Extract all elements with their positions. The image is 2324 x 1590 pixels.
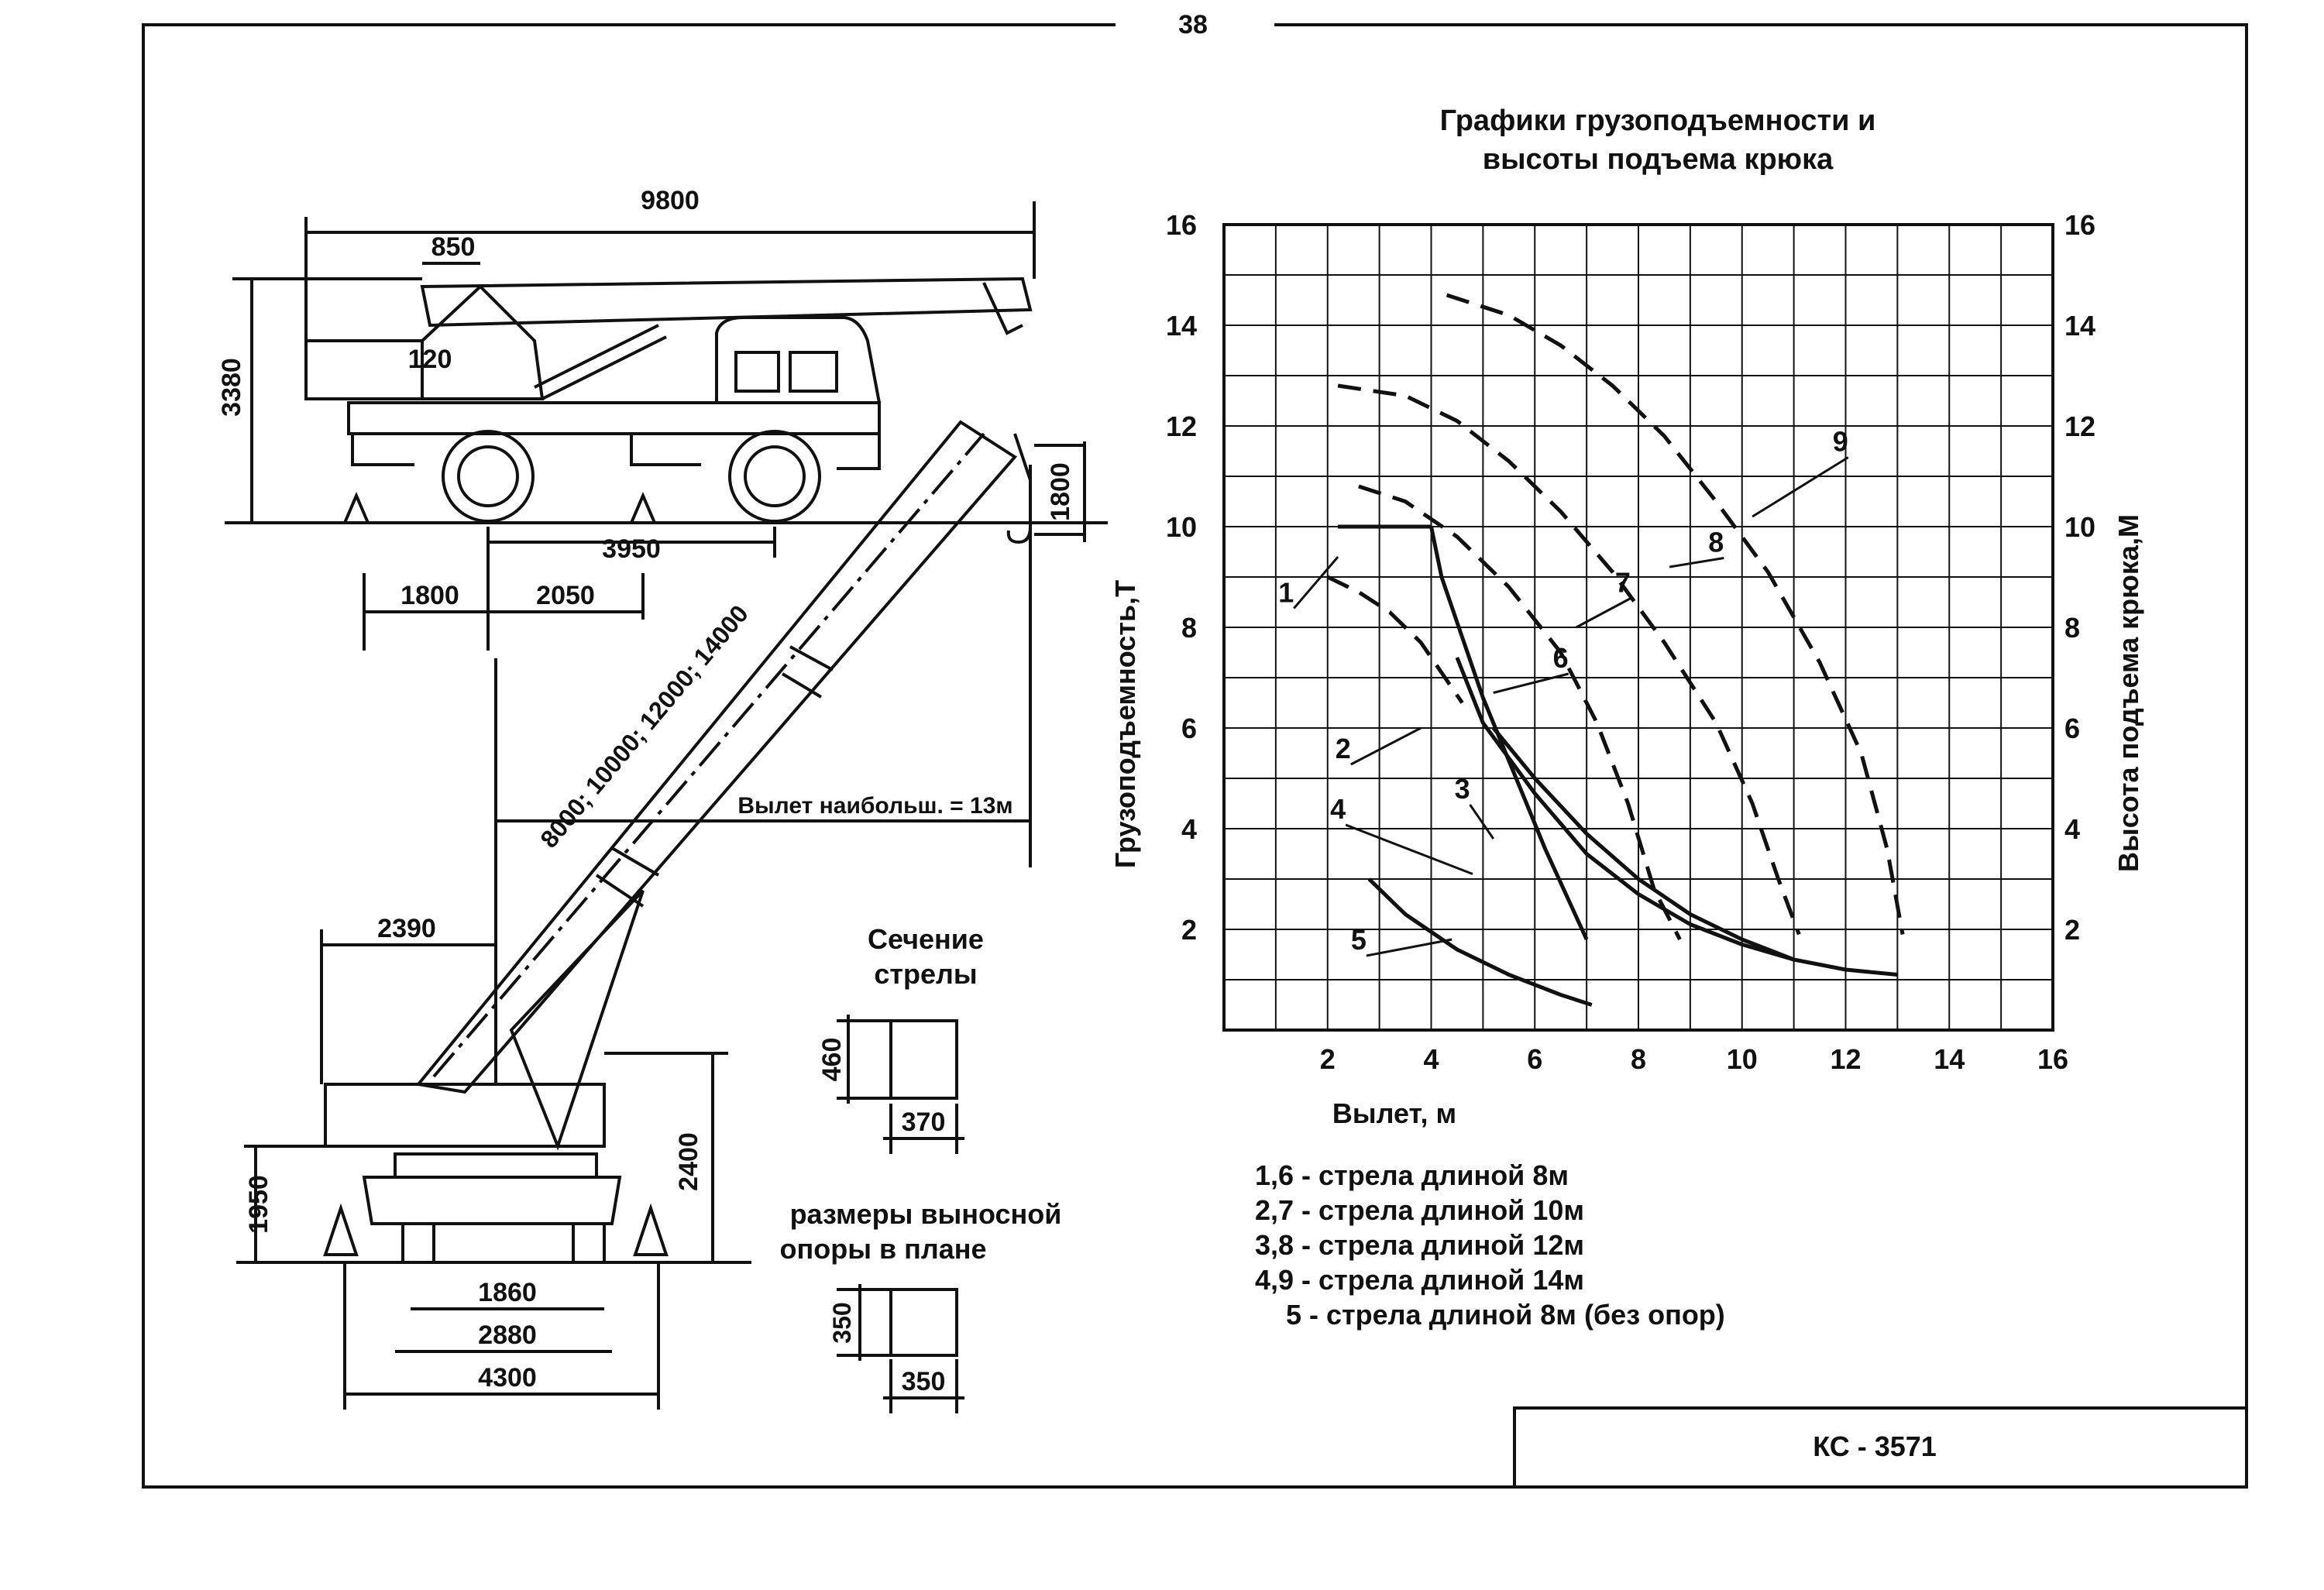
- series-line-6: [1326, 575, 1464, 704]
- outrigger-section-height: 350: [828, 1302, 856, 1343]
- truck-side-view: [225, 201, 1108, 651]
- x-axis-label: Вылет, м: [1332, 1097, 1456, 1129]
- plot-frame: [1222, 223, 2054, 1032]
- boom-section-drawing: [837, 1015, 964, 1154]
- x-tick-label: 2: [1320, 1043, 1336, 1075]
- y-tick-label-right: 10: [2064, 511, 2095, 543]
- x-tick-label: 4: [1423, 1043, 1439, 1075]
- series-label-7: 7: [1615, 567, 1631, 599]
- boom-section-height: 460: [817, 1038, 847, 1082]
- y-tick-label-right: 2: [2064, 914, 2080, 946]
- y-tick-label-left: 10: [1166, 511, 1197, 543]
- y-tick-label-right: 16: [2064, 209, 2095, 241]
- dim-height: 3380: [217, 358, 246, 417]
- boom-section-title-line1: Сечение: [868, 923, 984, 955]
- legend-item-1-6: 1,6 - стрела длиной 8м: [1255, 1159, 1569, 1191]
- y-axis-right-label: Высота подъема крюка,М: [2113, 514, 2144, 872]
- y-tick-label-left: 8: [1181, 612, 1197, 644]
- series-leader-2: [1350, 726, 1422, 766]
- series-line-5: [1367, 877, 1593, 1007]
- outrigger-section-drawing: [837, 1284, 964, 1413]
- series-label-6: 6: [1553, 642, 1569, 674]
- dim-hook-height: 1800: [1046, 462, 1075, 521]
- x-tick-label: 6: [1527, 1043, 1542, 1075]
- series-leader-7: [1576, 597, 1631, 629]
- dim-1950: 1950: [244, 1175, 273, 1234]
- y-tick-label-left: 4: [1181, 813, 1197, 845]
- series-leader-9: [1752, 456, 1849, 518]
- series-leader-3: [1469, 804, 1494, 840]
- dim-2880: 2880: [478, 1320, 537, 1350]
- series-label-8: 8: [1708, 527, 1724, 558]
- x-tick-label: 12: [1830, 1043, 1861, 1075]
- boom-section-width: 370: [902, 1108, 946, 1137]
- y-tick-label-left: 12: [1166, 410, 1197, 442]
- outrigger-title-line2: опоры в плане: [780, 1233, 987, 1265]
- y-tick-label-right: 8: [2064, 612, 2080, 644]
- drawing-code: КС - 3571: [1813, 1430, 1937, 1462]
- y-tick-label-left: 2: [1181, 914, 1197, 946]
- series-label-4: 4: [1330, 793, 1346, 825]
- x-tick-label: 8: [1631, 1043, 1646, 1075]
- y-tick-label-right: 4: [2064, 813, 2080, 845]
- page-number: 38: [1178, 10, 1208, 39]
- series-line-3: [1455, 657, 1795, 962]
- page-frame: [142, 23, 2248, 1489]
- dim-4300: 4300: [478, 1363, 537, 1393]
- outrigger-title-line1: размеры выносной: [790, 1198, 1062, 1230]
- legend-item-4-9: 4,9 - стрела длиной 14м: [1255, 1264, 1584, 1296]
- dim-2390: 2390: [377, 914, 436, 943]
- series-label-1: 1: [1278, 577, 1294, 609]
- chart-title-line2: высоты подъема крюка: [1483, 143, 1834, 176]
- legend-item-3-8: 3,8 - стрела длиной 12м: [1255, 1229, 1584, 1261]
- crane-working-view: [236, 420, 1086, 1410]
- series-leader-5: [1366, 938, 1452, 957]
- y-tick-label-right: 6: [2064, 713, 2080, 744]
- chart-title-line1: Графики грузоподъемности и: [1440, 105, 1876, 137]
- dim-max-reach: Вылет наибольш. = 13м: [737, 793, 1012, 819]
- y-axis-left-label: Грузоподъемность,Т: [1109, 580, 1141, 868]
- dim-boom-lengths: 8000; 10000; 12000; 14000: [535, 599, 754, 853]
- series-label-5: 5: [1351, 924, 1367, 956]
- dim-2400: 2400: [674, 1132, 703, 1191]
- y-tick-label-right: 12: [2064, 410, 2095, 442]
- series-leader-8: [1669, 557, 1724, 568]
- x-tick-label: 14: [1934, 1043, 1965, 1075]
- series-label-3: 3: [1455, 773, 1470, 805]
- dim-850: 850: [431, 232, 476, 262]
- dim-120: 120: [408, 345, 452, 374]
- y-tick-label-left: 6: [1181, 713, 1197, 744]
- x-tick-label: 10: [1727, 1043, 1758, 1075]
- legend-item-5: 5 - стрела длиной 8м (без опор): [1286, 1299, 1725, 1331]
- boom-section-title-line2: стрелы: [874, 958, 977, 990]
- series-line-8: [1337, 383, 1801, 936]
- series-line-4: [1491, 726, 1898, 977]
- title-block: [1513, 1406, 2247, 1487]
- series-label-2: 2: [1336, 733, 1351, 764]
- dim-2050: 2050: [536, 581, 595, 610]
- x-tick-label: 16: [2037, 1043, 2068, 1075]
- y-tick-label-left: 16: [1166, 209, 1197, 241]
- legend-item-2-7: 2,7 - стрела длиной 10м: [1255, 1194, 1584, 1226]
- series-leader-1: [1293, 556, 1339, 610]
- dim-1860: 1860: [478, 1278, 537, 1307]
- y-tick-label-left: 14: [1166, 310, 1197, 342]
- dim-length: 9800: [641, 186, 700, 215]
- series-line-9: [1446, 293, 1905, 935]
- y-tick-label-right: 14: [2064, 310, 2095, 342]
- legend: 1,6 - стрела длиной 8м 2,7 - стрела длин…: [1255, 1159, 1725, 1331]
- series-leader-6: [1493, 672, 1569, 694]
- dim-wheelbase: 3950: [602, 534, 661, 564]
- dim-1800: 1800: [401, 581, 459, 610]
- outrigger-section-width: 350: [902, 1367, 946, 1396]
- series-line-7: [1358, 484, 1682, 941]
- series-leader-4: [1345, 823, 1473, 875]
- series-label-9: 9: [1833, 426, 1848, 458]
